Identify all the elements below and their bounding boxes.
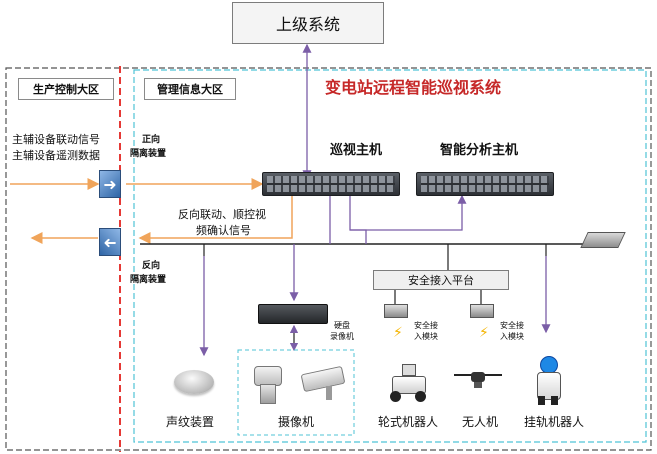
analysis-host-server[interactable] (416, 172, 554, 196)
network-switch-icon (580, 232, 626, 248)
outer-frame (5, 67, 652, 451)
reverse-signal-line-2: 频确认信号 (196, 224, 251, 237)
drone-icon[interactable] (454, 370, 502, 390)
secure-module-left-label-2: 入模块 (414, 332, 438, 341)
camera-group-frame (237, 349, 355, 436)
reverse-isolation-gate[interactable]: ➜ (99, 228, 121, 256)
input-line-1: 主辅设备联动信号 (12, 133, 100, 146)
acoustic-device-label: 声纹装置 (166, 415, 215, 429)
patrol-host-to-platform (349, 196, 367, 244)
secure-access-platform[interactable]: 安全接入平台 (373, 270, 509, 290)
wheeled-robot-label: 轮式机器人 (378, 415, 439, 429)
analysis-host-label: 智能分析主机 (440, 143, 519, 158)
patrol-host-label: 巡视主机 (330, 143, 383, 158)
patrol-host-server[interactable] (262, 172, 400, 196)
drone-label: 无人机 (462, 415, 499, 429)
nvr-label-1: 硬盘 (334, 321, 350, 330)
input-line-2: 主辅设备遥测数据 (12, 149, 100, 162)
arrow-left-icon: ➜ (103, 232, 117, 252)
management-zone-text: 管理信息大区 (157, 83, 223, 96)
wheeled-robot-icon[interactable] (388, 364, 428, 402)
rail-robot-icon[interactable] (534, 356, 562, 406)
forward-gate-label-1: 正向 (142, 135, 161, 145)
upper-system-box[interactable]: 上级系统 (232, 2, 384, 44)
production-zone-label: 生产控制大区 (18, 78, 114, 100)
analysis-host-link (350, 194, 467, 231)
rail-robot-label: 挂轨机器人 (524, 415, 585, 429)
reverse-gate-label-1: 反向 (142, 261, 161, 271)
secure-module-right-label-2: 入模块 (500, 332, 524, 341)
lightning-icon-right: ⚡ (479, 325, 489, 341)
forward-gate-label-2: 隔离装置 (130, 149, 167, 159)
reverse-gate-label-2: 隔离装置 (130, 275, 167, 285)
secure-module-left[interactable] (384, 304, 408, 318)
reverse-signal-line-1: 反向联动、顺控视 (178, 208, 266, 221)
lightning-icon-left: ⚡ (393, 325, 403, 341)
reverse-signal-line (138, 196, 293, 244)
system-title: 变电站远程智能巡视系统 (325, 78, 502, 97)
forward-isolation-gate[interactable]: ➜ (99, 170, 121, 198)
arrow-right-icon: ➜ (103, 174, 117, 194)
secure-module-right-label-1: 安全接 (500, 321, 524, 330)
acoustic-device-icon[interactable] (174, 370, 214, 394)
secure-module-left-label-1: 安全接 (414, 321, 438, 330)
production-zone-text: 生产控制大区 (33, 83, 99, 96)
camera-label: 摄像机 (278, 415, 315, 429)
upper-system-label: 上级系统 (275, 15, 340, 34)
ptz-camera-icon[interactable] (250, 366, 284, 404)
management-zone-frame (133, 69, 647, 443)
nvr-recorder[interactable] (258, 304, 328, 324)
bullet-camera-icon[interactable] (300, 365, 346, 402)
management-zone-label: 管理信息大区 (144, 78, 236, 100)
secure-platform-label: 安全接入平台 (408, 274, 474, 287)
secure-module-right[interactable] (470, 304, 494, 318)
nvr-label-2: 录像机 (330, 332, 354, 341)
